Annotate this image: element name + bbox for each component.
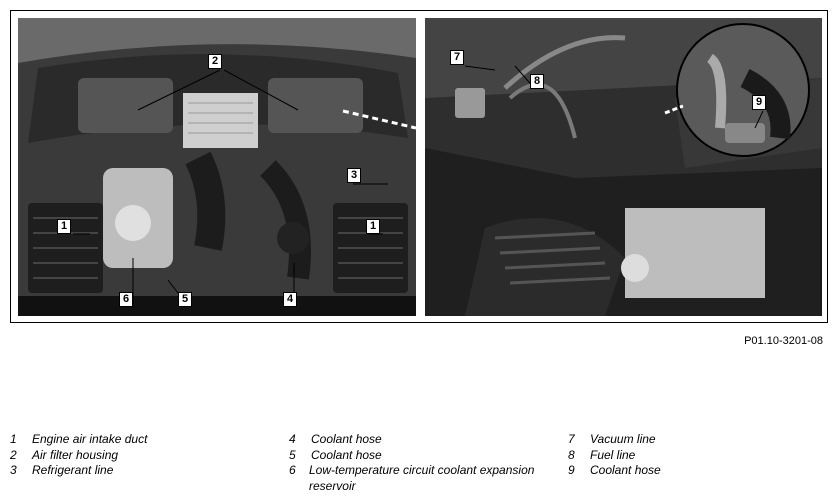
legend-text: Air filter housing xyxy=(32,447,119,462)
legend-item: 9 Coolant hose xyxy=(568,463,828,479)
legend-text: Low-temperature circuit coolant expansio… xyxy=(308,463,535,493)
legend-item: 6 Low-temperature circuit coolant expansi… xyxy=(289,463,559,494)
legend-item: 4 Coolant hose xyxy=(289,432,559,448)
legend-text: Fuel line xyxy=(590,447,636,462)
legend-text: Coolant hose xyxy=(590,463,661,477)
legend-column-3: 7 Vacuum line 8 Fuel line 9 Coolant hose xyxy=(568,432,828,479)
callout-3: 3 xyxy=(347,168,362,183)
legend-item: 7 Vacuum line xyxy=(568,432,828,448)
legend-item: 5 Coolant hose xyxy=(289,448,559,464)
legend-item: 8 Fuel line xyxy=(568,448,828,464)
legend-number: 4 xyxy=(289,432,296,446)
legend-text: Coolant hose xyxy=(311,432,382,446)
callout-9: 9 xyxy=(752,95,767,110)
callout-1-left: 1 xyxy=(57,219,72,234)
figure-id: P01.10-3201-08 xyxy=(744,335,823,347)
legend-item: 2 Air filter housing xyxy=(10,448,270,464)
engine-detail-photo xyxy=(425,18,822,316)
legend-number: 3 xyxy=(10,463,17,477)
legend-text: Engine air intake duct xyxy=(32,432,148,446)
callout-5: 5 xyxy=(178,292,193,307)
callout-6: 6 xyxy=(119,292,134,307)
legend-text: Vacuum line xyxy=(590,432,656,446)
legend-number: 9 xyxy=(568,463,575,477)
callout-7: 7 xyxy=(450,50,465,65)
legend-text: Refrigerant line xyxy=(32,463,114,477)
legend-text: Coolant hose xyxy=(311,447,382,462)
callout-1-right: 1 xyxy=(366,219,381,234)
callout-8: 8 xyxy=(530,74,545,89)
legend-number: 7 xyxy=(568,432,575,446)
legend-column-1: 1 Engine air intake duct 2 Air filter hous… xyxy=(10,432,270,479)
legend-number: 8 xyxy=(568,447,575,462)
legend-number: 5 xyxy=(289,447,296,462)
callout-2: 2 xyxy=(208,54,223,69)
legend-item: 3 Refrigerant line xyxy=(10,463,270,479)
callout-4: 4 xyxy=(283,292,298,307)
legend-number: 2 xyxy=(10,447,17,462)
legend-number: 1 xyxy=(10,432,17,446)
figure-frame: 2 3 1 1 4 5 6 7 8 9 xyxy=(10,10,828,323)
legend-item: 1 Engine air intake duct xyxy=(10,432,270,448)
legend-number: 6 xyxy=(289,463,296,477)
